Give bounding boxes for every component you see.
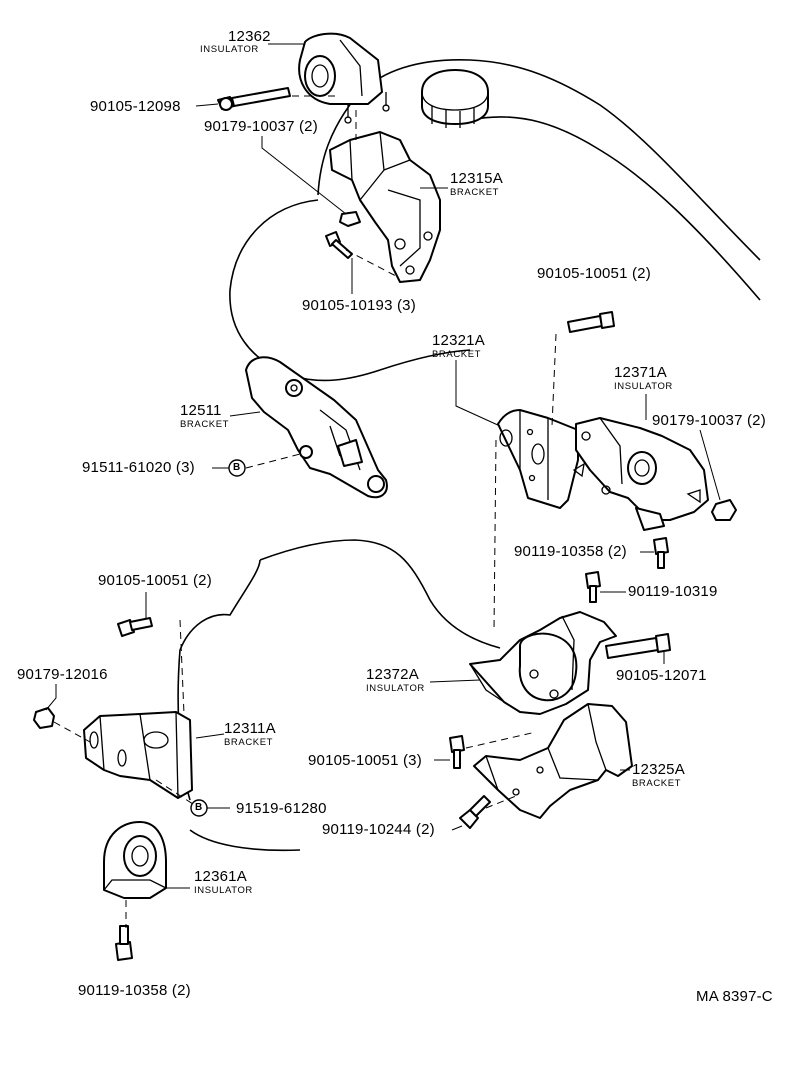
bolt-90119-10358-left-drawing [115,925,133,961]
part-name-12371A: INSULATOR [614,381,673,392]
part-number-90179-12016: 90179-12016 [17,666,108,683]
ref-marker-text: B [195,802,203,813]
part-number-90105-10051-middle: 90105-10051 (3) [308,752,422,769]
bolt-90105-10051-middle-drawing [449,735,465,769]
part-name-12325A: BRACKET [632,778,682,789]
part-number-90179-10037-top: 90179-10037 (2) [204,118,318,135]
part-number-12315A: 12315A [450,170,503,187]
bolt-90105-10051-right-drawing [567,311,615,333]
bracket-12321A-drawing [497,409,579,509]
bolt-90119-10358-right-drawing [653,537,669,569]
insulator-12372A-drawing [469,611,617,715]
part-number-90119-10244: 90119-10244 (2) [322,821,435,838]
bracket-12311A-drawing [83,711,193,799]
ref-marker-text: B [233,462,241,473]
part-number-12511: 12511 [180,402,222,419]
nut-90179-12016-drawing [33,707,55,729]
insulator-12361A-drawing [103,821,167,899]
part-number-90105-12098: 90105-12098 [90,98,181,115]
bolt-90105-10051-left-drawing [117,617,153,637]
oil-filler-cap-drawing [421,69,489,128]
diagram-code: MA 8397-C [696,988,773,1005]
part-number-12372A: 12372A [366,666,419,683]
part-number-90119-10358-right: 90119-10358 (2) [514,543,627,560]
part-number-90119-10319: 90119-10319 [628,583,718,600]
part-name-12311A: BRACKET [224,737,274,748]
bracket-12511-drawing [245,356,388,499]
part-number-90105-12071: 90105-12071 [616,667,707,684]
part-number-91511-61020: 91511-61020 (3) [82,459,195,476]
bolt-90105-12098-drawing [217,87,291,111]
part-number-12362: 12362 [228,28,271,45]
bolt-90105-12071-drawing [605,633,671,659]
reference-marker-b-lower [190,799,208,817]
bolt-90119-10244-drawing [459,795,491,829]
insulator-12362-drawing [298,32,390,124]
alignment-lines [53,95,557,928]
reference-marker-b-upper [228,459,246,477]
nut-90179-10037-right-drawing [711,499,737,521]
part-number-90105-10051-right: 90105-10051 (2) [537,265,651,282]
part-number-12361A: 12361A [194,868,247,885]
part-number-12321A: 12321A [432,332,485,349]
insulator-12371A-drawing [572,417,709,531]
part-name-12511: BRACKET [180,419,230,430]
part-number-12371A: 12371A [614,364,667,381]
part-name-12361A: INSULATOR [194,885,253,896]
bolt-90119-10319-drawing [585,571,601,603]
part-number-90119-10358-left: 90119-10358 (2) [78,982,191,999]
bracket-12325A-drawing [473,703,633,819]
part-name-12315A: BRACKET [450,187,500,198]
part-number-12325A: 12325A [632,761,685,778]
leader-lines [45,43,721,889]
part-number-12311A: 12311A [224,720,276,737]
bracket-12315A-drawing [329,131,441,283]
part-number-91519-61280: 91519-61280 [236,800,327,817]
part-number-90105-10193: 90105-10193 (3) [302,297,416,314]
part-name-12321A: BRACKET [432,349,482,360]
part-number-90179-10037-right: 90179-10037 (2) [652,412,766,429]
bolt-90105-10193-drawing [325,231,353,259]
part-number-90105-10051-left: 90105-10051 (2) [98,572,212,589]
nut-90179-10037-top-drawing [339,211,361,227]
part-name-12372A: INSULATOR [366,683,425,694]
part-name-12362: INSULATOR [200,44,259,55]
